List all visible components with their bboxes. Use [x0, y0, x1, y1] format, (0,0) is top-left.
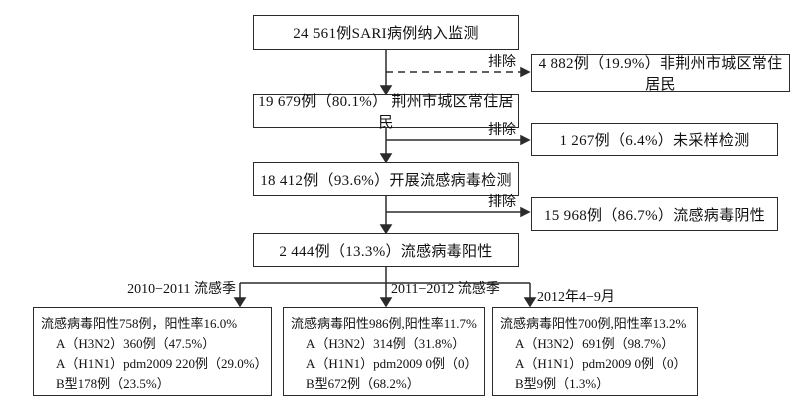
arrowhead-exclusion-1	[520, 66, 531, 78]
arrowhead-box2	[379, 85, 393, 96]
flow-box-sari-enrolled: 24 561例SARI病例纳入监测	[253, 15, 519, 50]
flow-box-excluded-nonresidents: 4 882例（19.9%）非荆州市城区常住居民	[531, 54, 790, 93]
flow-box-tested: 18 412例（93.6%）开展流感病毒检测	[253, 162, 519, 196]
flow-box-excluded-negative: 15 968例（86.7%）流感病毒阴性	[531, 197, 778, 231]
arrowhead-branch-3	[523, 297, 537, 308]
branch-label-period-2012: 2012年4−9月	[537, 290, 615, 305]
flow-box-period-2012-detail: 流感病毒阳性700例,阳性率13.2% A（H3N2）691例（98.7%） A…	[492, 307, 698, 396]
arrowhead-exclusion-2	[520, 134, 531, 146]
detail-line-h3n2: A（H3N2）360例（47.5%）	[56, 336, 216, 351]
detail-line-h1n1: A（H1N1）pdm2009 0例（0）	[515, 356, 687, 371]
flow-box-season-2011-2012-detail: 流感病毒阳性986例,阳性率11.7% A（H3N2）314例（31.8%） A…	[283, 307, 485, 396]
flow-box-excluded-nonresidents-label: 4 882例（19.9%）非荆州市城区常住居民	[538, 56, 783, 93]
flow-box-positive-label: 2 444例（13.3%）流感病毒阳性	[279, 243, 493, 260]
detail-line-h3n2: A（H3N2）314例（31.8%）	[306, 336, 466, 351]
detail-line-b: B型9例（1.3%）	[515, 376, 610, 391]
arrowhead-box4	[379, 224, 393, 235]
flow-box-urban-residents: 19 679例（80.1%） 荆州市城区常住居民	[253, 94, 519, 131]
detail-line-h3n2: A（H3N2）691例（98.7%）	[515, 336, 675, 351]
detail-line-h1n1: A（H1N1）pdm2009 220例（29.0%）	[56, 356, 268, 371]
flow-box-sari-enrolled-label: 24 561例SARI病例纳入监测	[293, 26, 479, 42]
arrowhead-box3	[379, 153, 393, 164]
arrowhead-branch-2	[379, 297, 393, 308]
detail-line-total: 流感病毒阳性758例，阳性率16.0%	[41, 316, 238, 331]
detail-line-b: B型178例（23.5%）	[56, 376, 170, 391]
flow-box-tested-label: 18 412例（93.6%）开展流感病毒检测	[260, 172, 512, 189]
detail-line-h1n1: A（H1N1）pdm2009 0例（0）	[306, 356, 478, 371]
flow-box-positive: 2 444例（13.3%）流感病毒阳性	[253, 233, 519, 267]
branch-label-season-2011-2012: 2011−2012 流感季	[391, 282, 500, 297]
exclude-label-1: 排除	[488, 55, 516, 70]
flow-box-season-2010-2011-detail: 流感病毒阳性758例，阳性率16.0% A（H3N2）360例（47.5%） A…	[33, 307, 272, 396]
branch-label-season-2010-2011: 2010−2011 流感季	[127, 282, 236, 297]
arrowhead-branch-1	[233, 297, 247, 308]
exclude-label-3: 排除	[488, 195, 516, 210]
exclude-label-2: 排除	[488, 123, 516, 138]
arrowhead-exclusion-3	[520, 206, 531, 218]
flow-box-excluded-unsampled-label: 1 267例（6.4%）未采样检测	[559, 133, 750, 149]
detail-line-b: B型672例（68.2%）	[306, 376, 420, 391]
detail-line-total: 流感病毒阳性700例,阳性率13.2%	[500, 316, 687, 331]
flow-box-urban-residents-label: 19 679例（80.1%） 荆州市城区常住居民	[258, 94, 514, 131]
flow-box-excluded-unsampled: 1 267例（6.4%）未采样检测	[531, 123, 778, 156]
flow-box-excluded-negative-label: 15 968例（86.7%）流感病毒阴性	[544, 207, 765, 224]
detail-line-total: 流感病毒阳性986例,阳性率11.7%	[291, 316, 477, 331]
